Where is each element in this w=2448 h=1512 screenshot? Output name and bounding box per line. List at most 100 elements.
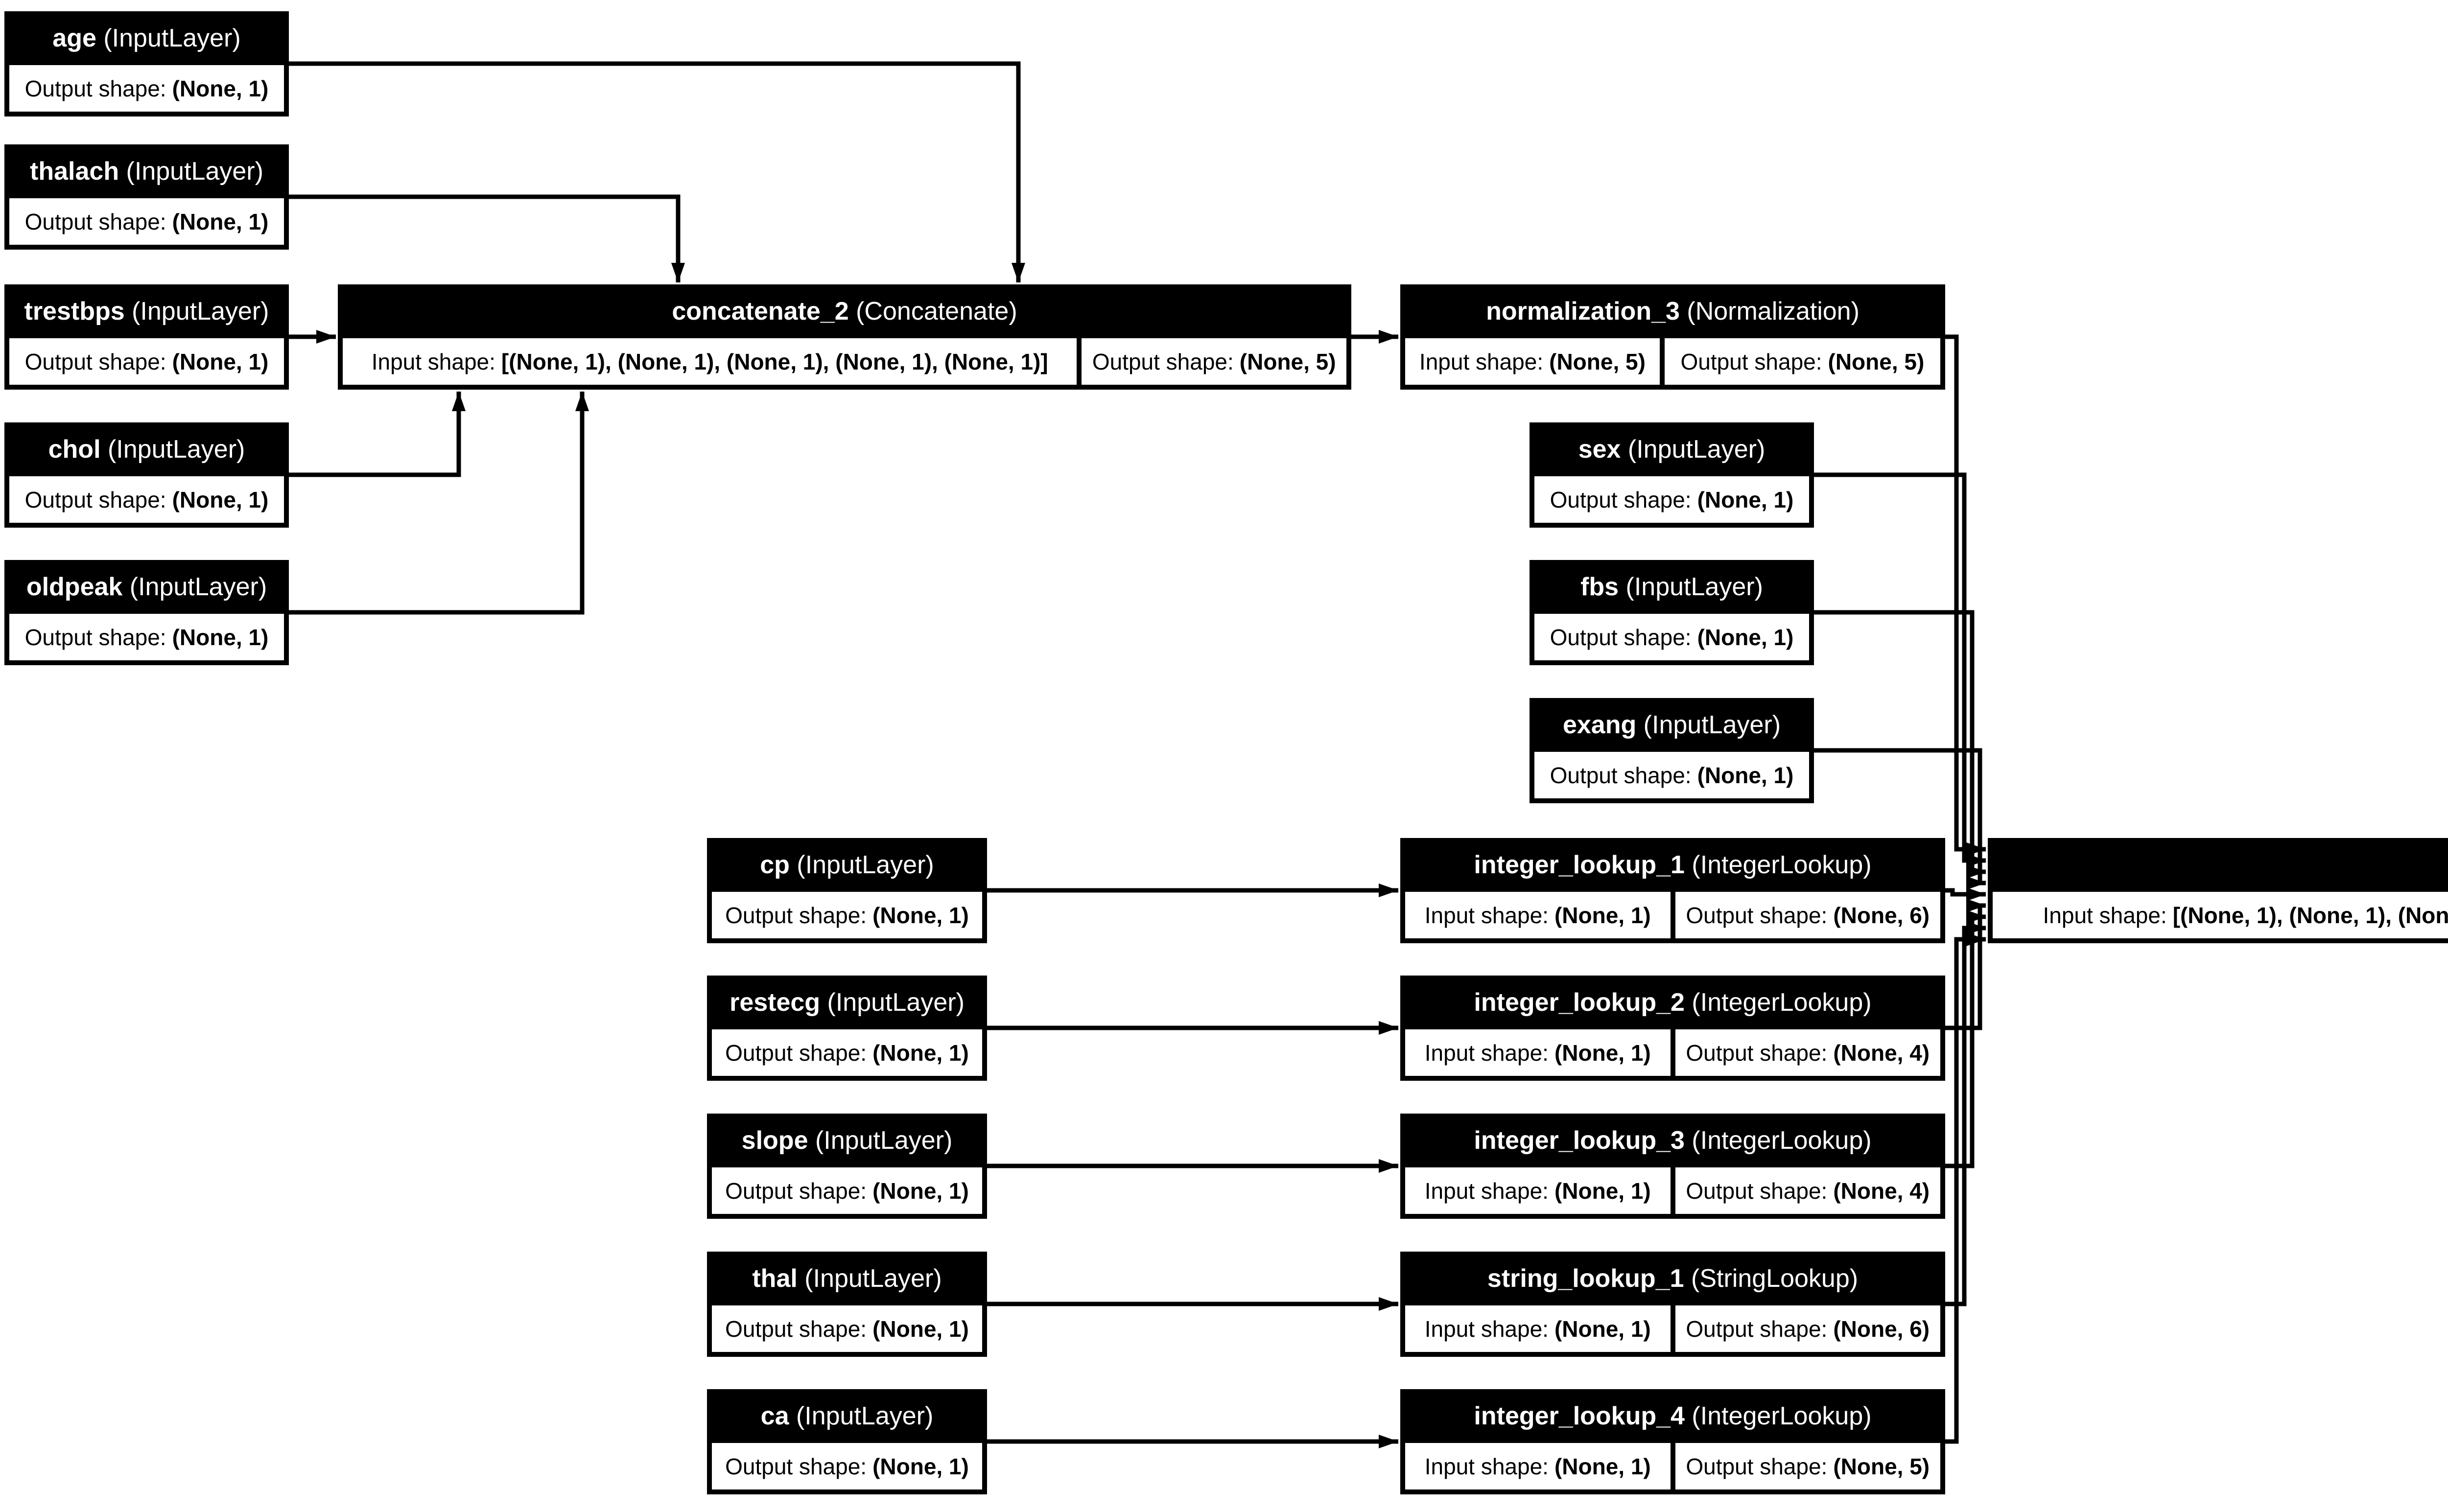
layer-title: normalization_3 (Normalization): [1405, 284, 1940, 338]
input-shape-label: Input shape:: [2043, 902, 2167, 928]
layer-shape-row: Input shape:(None, 5)Output shape:(None,…: [1405, 338, 1940, 385]
layer-type-close-paren: ): [236, 435, 245, 464]
layer-name: integer_lookup_1: [1474, 851, 1685, 879]
output-shape-label: Output shape:: [1550, 762, 1692, 788]
layer-type-open-paren: (: [1684, 988, 1700, 1017]
layer-shape-row: Input shape:(None, 1)Output shape:(None,…: [1405, 1167, 1940, 1214]
layer-type-close-paren: ): [1863, 1402, 1872, 1430]
layer-type: IntegerLookup: [1700, 1402, 1863, 1430]
layer-node-age: age (InputLayer)Output shape:(None, 1): [4, 11, 289, 116]
layer-type-close-paren: ): [925, 1402, 934, 1430]
layer-title: integer_lookup_1 (IntegerLookup): [1405, 838, 1940, 892]
input-shape-value: [(None, 1), (None, 1), (None, 1), (None,…: [501, 349, 1048, 374]
layer-title: exang (InputLayer): [1534, 698, 1809, 752]
layer-type-open-paren: (: [100, 435, 117, 464]
output-shape-value: (None, 5): [1828, 349, 1925, 374]
layer-type-close-paren: ): [1863, 988, 1872, 1017]
layer-node-sex: sex (InputLayer)Output shape:(None, 1): [1530, 422, 1814, 528]
layer-type-open-paren: (: [122, 573, 139, 601]
layer-name: fbs: [1580, 573, 1619, 601]
layer-title: thalach (InputLayer): [9, 144, 284, 198]
layer-shape-row: Output shape:(None, 1): [9, 198, 284, 245]
layer-node-trestbps: trestbps (InputLayer)Output shape:(None,…: [4, 284, 289, 390]
layer-node-restecg: restecg (InputLayer)Output shape:(None, …: [707, 976, 987, 1081]
output-shape-value: (None, 1): [1697, 762, 1794, 788]
layer-type: InputLayer: [835, 988, 956, 1017]
output-shape-label: Output shape:: [1686, 1040, 1828, 1066]
input-shape-value: [(None, 1), (None, 1), (None, 1), (None,…: [2172, 902, 2448, 928]
output-shape-label: Output shape:: [725, 1040, 867, 1066]
layer-shape-row: Output shape:(None, 1): [712, 1305, 982, 1352]
layer-type-close-paren: ): [933, 1264, 942, 1293]
layer-type-close-paren: ): [260, 297, 269, 326]
input-shape-label: Input shape:: [1424, 1316, 1549, 1342]
layer-node-chol: chol (InputLayer)Output shape:(None, 1): [4, 422, 289, 528]
layer-title: integer_lookup_3 (IntegerLookup): [1405, 1114, 1940, 1167]
output-shape-cell: Output shape:(None, 5): [1675, 1443, 1940, 1489]
input-shape-value: (None, 1): [1554, 1316, 1651, 1342]
edge-age-to-concatenate_2: [289, 61, 1025, 282]
layer-type-open-paren: (: [789, 1402, 805, 1430]
layer-name: normalization_3: [1486, 297, 1680, 326]
layer-title: concatenate_3 (Concatenate): [1993, 838, 2448, 892]
layer-title: ca (InputLayer): [712, 1389, 982, 1443]
output-shape-value: (None, 1): [872, 902, 969, 928]
layer-node-integer_lookup_2: integer_lookup_2 (IntegerLookup) Input sh…: [1400, 976, 1945, 1081]
layer-type-close-paren: ): [944, 1126, 953, 1155]
output-shape-label: Output shape:: [24, 75, 166, 101]
layer-type: InputLayer: [1636, 435, 1757, 464]
layer-type: IntegerLookup: [1700, 851, 1863, 879]
layer-shape-row: Output shape:(None, 1): [9, 65, 284, 112]
output-shape-label: Output shape:: [1686, 1178, 1828, 1204]
layer-node-fbs: fbs (InputLayer)Output shape:(None, 1): [1530, 560, 1814, 665]
layer-shape-row: Output shape:(None, 1): [712, 1167, 982, 1214]
output-shape-value: (None, 1): [172, 487, 269, 512]
output-shape-label: Output shape:: [725, 1178, 867, 1204]
output-shape-cell: Output shape:(None, 5): [1664, 338, 1940, 385]
layer-node-concatenate_3: concatenate_3 (Concatenate) Input shape:[…: [1988, 838, 2448, 943]
output-shape-value: (None, 4): [1833, 1040, 1930, 1066]
layer-shape-row: Output shape:(None, 1): [9, 476, 284, 523]
layer-name: cp: [760, 851, 790, 879]
layer-type-close-paren: ): [1851, 297, 1860, 326]
layer-node-exang: exang (InputLayer)Output shape:(None, 1): [1530, 698, 1814, 803]
output-shape-value: (None, 6): [1833, 902, 1930, 928]
edge-integer_lookup_4-to-concatenate_3: [1945, 932, 1986, 1444]
input-shape-label: Input shape:: [1424, 1040, 1549, 1066]
layer-name: ca: [760, 1402, 789, 1430]
layer-shape-row: Output shape:(None, 1): [9, 338, 284, 385]
output-shape-cell: Output shape:(None, 1): [9, 65, 284, 112]
layer-shape-row: Output shape:(None, 1): [712, 1029, 982, 1076]
layer-type: InputLayer: [805, 851, 926, 879]
input-shape-value: (None, 1): [1554, 1178, 1651, 1204]
layer-node-ca: ca (InputLayer)Output shape:(None, 1): [707, 1389, 987, 1494]
input-shape-cell: Input shape:(None, 1): [1405, 892, 1671, 938]
layer-type: InputLayer: [116, 435, 237, 464]
layer-name: trestbps: [24, 297, 125, 326]
input-shape-cell: Input shape:(None, 5): [1405, 338, 1660, 385]
layer-title: chol (InputLayer): [9, 422, 284, 476]
output-shape-cell: Output shape:(None, 1): [712, 1167, 982, 1214]
layer-type-open-paren: (: [808, 1126, 824, 1155]
layer-type-open-paren: (: [848, 297, 865, 326]
layer-type-open-paren: (: [1684, 851, 1700, 879]
output-shape-label: Output shape:: [1686, 1453, 1828, 1479]
layer-type-close-paren: ): [1863, 851, 1872, 879]
layer-title: integer_lookup_2 (IntegerLookup): [1405, 976, 1940, 1029]
layer-node-cp: cp (InputLayer)Output shape:(None, 1): [707, 838, 987, 943]
output-shape-cell: Output shape:(None, 4): [1675, 1029, 1940, 1076]
layer-type: InputLayer: [112, 24, 233, 52]
layer-shape-row: Output shape:(None, 1): [1534, 752, 1809, 798]
layer-type-open-paren: (: [789, 851, 805, 879]
input-shape-cell: Input shape:[(None, 1), (None, 1), (None…: [343, 338, 1077, 385]
layer-shape-row: Input shape:(None, 1)Output shape:(None,…: [1405, 892, 1940, 938]
layer-name: integer_lookup_4: [1474, 1402, 1685, 1430]
layer-type-open-paren: (: [119, 157, 135, 186]
output-shape-label: Output shape:: [1550, 487, 1692, 512]
layer-type: InputLayer: [1652, 711, 1772, 739]
layer-node-integer_lookup_3: integer_lookup_3 (IntegerLookup)Input sh…: [1400, 1114, 1945, 1219]
layer-shape-row: Input shape:(None, 1)Output shape:(None,…: [1405, 1305, 1940, 1352]
output-shape-label: Output shape:: [1092, 349, 1234, 374]
layer-type: InputLayer: [134, 157, 255, 186]
